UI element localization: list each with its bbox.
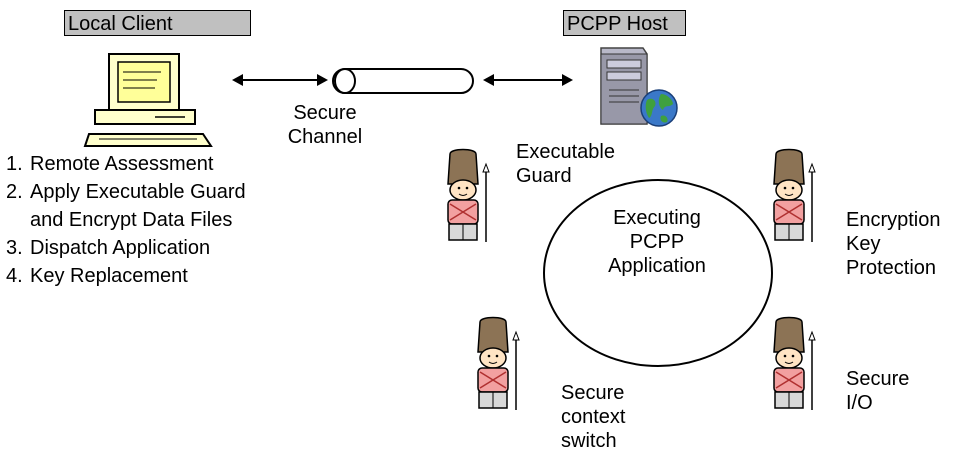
step-text: Remote Assessment <box>30 153 214 175</box>
computer-icon <box>83 53 213 147</box>
list-item: 2. Apply Executable Guard <box>6 178 246 206</box>
double-arrow-icon <box>483 74 573 86</box>
context-switch-label: Secure context switch <box>561 381 625 453</box>
guard-icon <box>477 316 520 410</box>
executable-guard-line2: Guard <box>516 165 572 187</box>
list-item: and Encrypt Data Files <box>6 206 246 234</box>
context-switch-line1: Secure <box>561 382 625 404</box>
executable-guard-label: Executable Guard <box>516 140 615 188</box>
executable-guard-line1: Executable <box>516 141 615 163</box>
server-globe-icon <box>600 47 678 127</box>
step-number: 3. <box>6 237 23 259</box>
app-label-line3: Application <box>608 255 706 277</box>
channel-label-line2: Channel <box>287 126 363 148</box>
list-item: 1. Remote Assessment <box>6 150 246 178</box>
step-text: Dispatch Application <box>30 237 211 259</box>
list-item: 4. Key Replacement <box>6 262 246 290</box>
channel-label: Secure Channel <box>270 101 380 149</box>
context-switch-line2: context <box>561 406 626 428</box>
step-text: Apply Executable Guard <box>30 181 246 203</box>
app-label-line1: Executing <box>613 207 701 229</box>
step-number: 1. <box>6 153 23 175</box>
guard-icon <box>773 148 816 242</box>
secure-io-line1: Secure <box>846 368 910 390</box>
encryption-key-line2: Key <box>846 233 881 255</box>
channel-label-line1: Secure <box>293 102 357 124</box>
double-arrow-icon <box>232 74 328 86</box>
secure-io-label: Secure I/O <box>846 367 909 415</box>
app-label: Executing PCPP Application <box>577 206 737 278</box>
secure-io-line2: I/O <box>846 392 873 414</box>
step-text: and Encrypt Data Files <box>30 209 233 231</box>
context-switch-line3: switch <box>561 430 617 452</box>
encryption-key-line3: Protection <box>846 257 937 279</box>
local-client-label: Local Client <box>64 10 251 36</box>
guard-icon <box>773 316 816 410</box>
list-item: 3. Dispatch Application <box>6 234 246 262</box>
step-number: 2. <box>6 181 23 203</box>
guard-icon <box>447 148 490 242</box>
step-text: Key Replacement <box>30 265 188 287</box>
application-ellipse <box>543 179 773 367</box>
pcpp-host-label: PCPP Host <box>563 10 686 36</box>
step-number: 4. <box>6 265 23 287</box>
encryption-key-line1: Encryption <box>846 209 941 231</box>
app-label-line2: PCPP <box>629 231 685 253</box>
encryption-key-label: Encryption Key Protection <box>846 208 941 280</box>
steps-list: 1. Remote Assessment 2. Apply Executable G… <box>6 150 246 290</box>
secure-channel-pipe-icon <box>332 68 474 94</box>
